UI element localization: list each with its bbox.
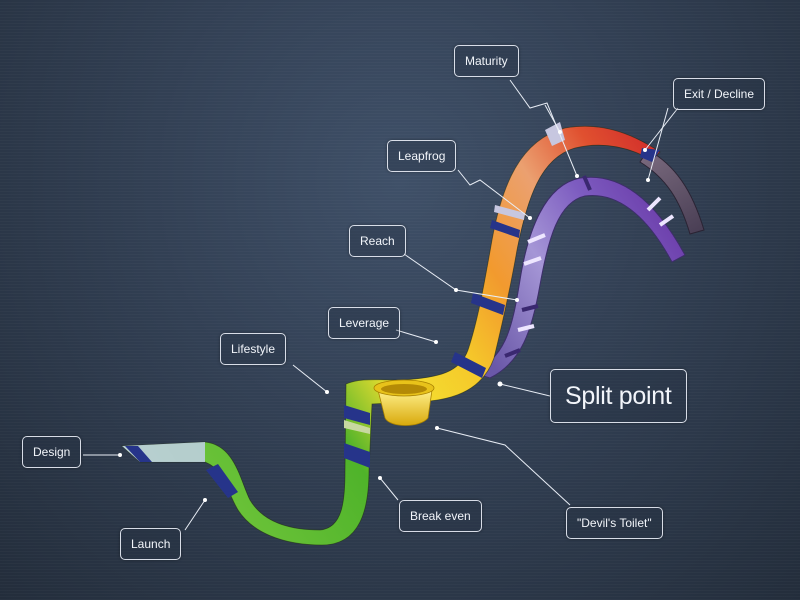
label-leapfrog: Leapfrog — [387, 140, 457, 172]
connector-lines — [83, 79, 679, 531]
split-branch-stripes — [504, 175, 675, 358]
label-break-even: Break even — [399, 500, 482, 532]
lifecycle-ribbon — [121, 125, 661, 546]
label-split-point: Split point — [550, 369, 687, 423]
label-maturity: Maturity — [454, 45, 519, 77]
devils-toilet-cup — [373, 379, 435, 426]
label-lifestyle: Lifestyle — [220, 333, 287, 365]
label-reach: Reach — [349, 225, 406, 257]
ribbon-bands — [125, 122, 660, 498]
label-exit-decline: Exit / Decline — [673, 78, 766, 110]
label-leverage: Leverage — [328, 307, 401, 339]
connector-dots — [118, 130, 650, 502]
label-devils-toilet: "Devil's Toilet" — [566, 507, 663, 539]
label-design: Design — [22, 436, 82, 468]
label-launch: Launch — [120, 528, 182, 560]
decline-tail — [639, 149, 705, 235]
